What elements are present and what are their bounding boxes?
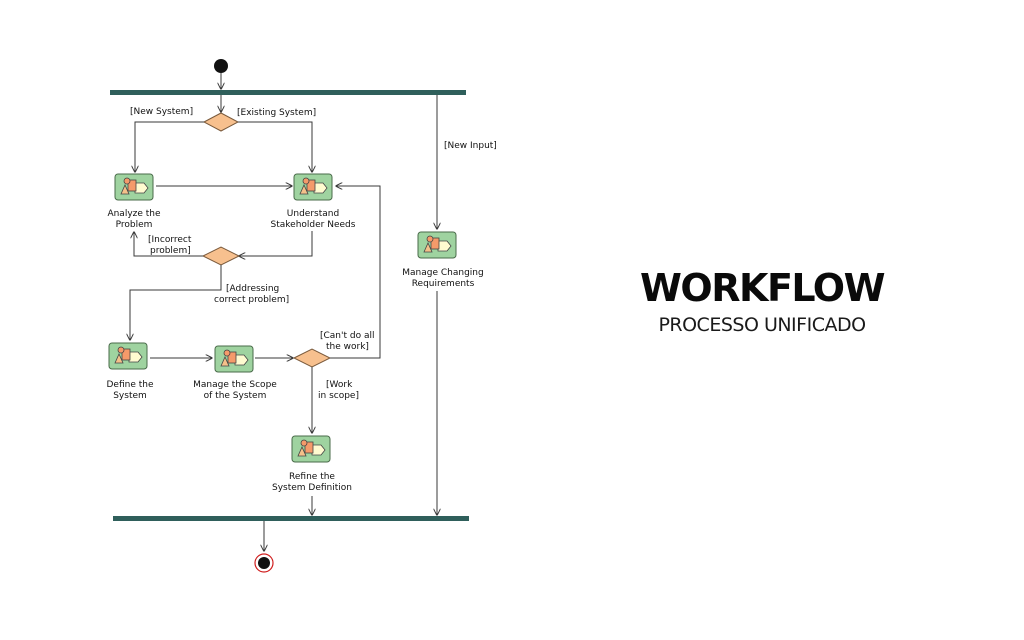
guard-cant-do-all: [Can't do all [320, 331, 374, 341]
decision-problem-correct [201, 246, 241, 266]
guard-incorrect-problem-2: problem] [150, 246, 191, 256]
activity-understand-stakeholder-needs: Understand Stakeholder Needs [271, 173, 356, 230]
guard-addressing-2: correct problem] [214, 295, 289, 305]
activity-manage-changing-requirements: Manage Changing Requirements [402, 231, 484, 289]
guard-addressing: [Addressing [226, 284, 279, 294]
title-main: WORKFLOW [640, 266, 885, 310]
svg-text:Understand: Understand [287, 209, 339, 219]
svg-text:of the System: of the System [204, 391, 267, 401]
title-subtitle: PROCESSO UNIFICADO [658, 314, 866, 336]
activity-analyze-problem: Analyze the Problem [107, 173, 161, 230]
initial-node [214, 59, 228, 73]
svg-text:Problem: Problem [116, 220, 153, 230]
guard-new-input: [New Input] [444, 141, 497, 151]
guard-new-system: [New System] [130, 107, 193, 117]
guard-existing-system: [Existing System] [237, 108, 316, 118]
svg-text:Analyze the: Analyze the [107, 209, 161, 219]
fork-bar [110, 90, 466, 95]
final-node [254, 553, 274, 573]
svg-text:Define the: Define the [106, 380, 153, 390]
decision-system-type [202, 112, 240, 132]
svg-text:Stakeholder Needs: Stakeholder Needs [271, 220, 356, 230]
svg-text:Requirements: Requirements [412, 279, 475, 289]
guard-cant-do-all-2: the work] [326, 342, 369, 352]
guard-work-in-scope: [Work [326, 380, 353, 390]
join-bar [113, 516, 469, 521]
svg-text:System: System [113, 391, 147, 401]
decision-work-scope [292, 348, 332, 368]
svg-text:System Definition: System Definition [272, 483, 352, 493]
guard-incorrect-problem: [Incorrect [148, 235, 192, 245]
guard-work-in-scope-2: in scope] [318, 391, 359, 401]
activity-define-system: Define the System [106, 342, 154, 401]
svg-text:Manage Changing: Manage Changing [402, 268, 483, 278]
activity-refine-system-definition: Refine the System Definition [272, 435, 352, 493]
activity-manage-scope: Manage the Scope of the System [193, 345, 277, 401]
title-block: WORKFLOW PROCESSO UNIFICADO [632, 268, 892, 336]
svg-text:Refine the: Refine the [289, 472, 335, 482]
svg-text:Manage the Scope: Manage the Scope [193, 380, 277, 390]
